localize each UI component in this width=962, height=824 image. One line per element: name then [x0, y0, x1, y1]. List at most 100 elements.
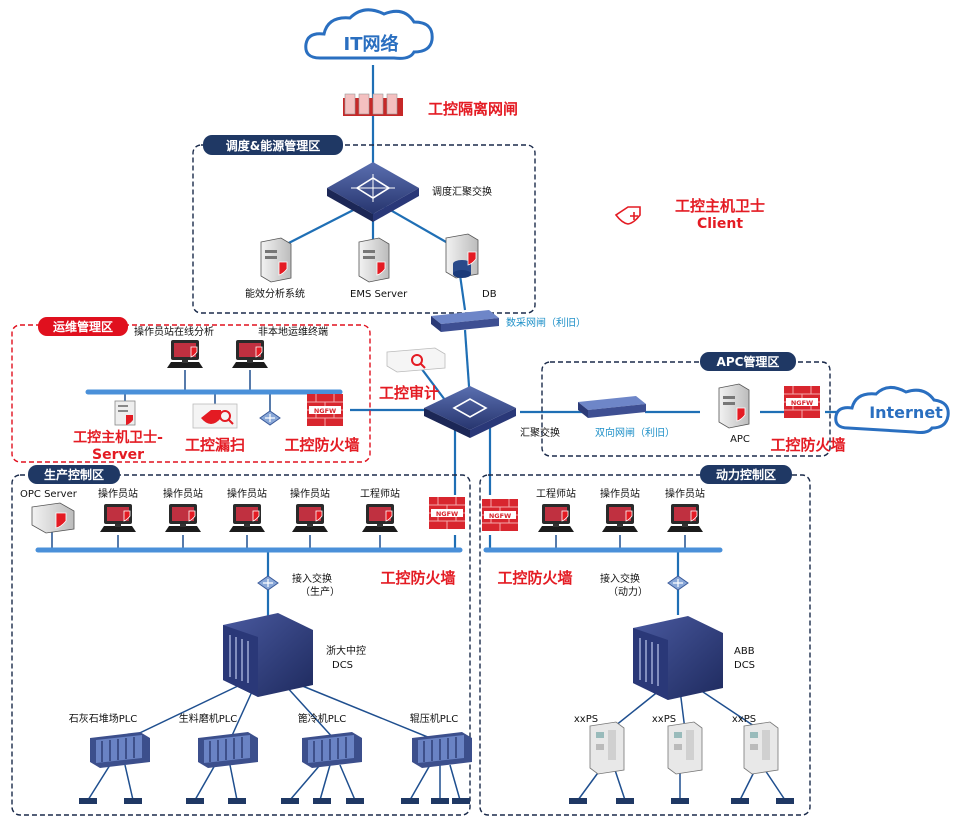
vuln-scan-label: 工控漏扫	[185, 436, 245, 454]
core-switch-icon	[424, 386, 516, 438]
ps-1-icon	[589, 721, 625, 775]
links	[51, 65, 850, 801]
power-station-1-label: 操作员站	[600, 487, 640, 500]
prod-access-label-2: （生产）	[300, 585, 340, 598]
power-dcs-label-2: DCS	[734, 660, 755, 671]
apc-gateway-icon	[578, 396, 646, 418]
zone-power-tag	[700, 465, 792, 484]
zone-power-label: 动力控制区	[716, 467, 776, 482]
prod-engineer-icon	[361, 503, 399, 533]
plc-4-label: 辊压机PLC	[410, 712, 459, 725]
power-access-label-1: 接入交换	[600, 572, 640, 585]
prod-station-2-label: 操作员站	[163, 487, 203, 500]
it-network-label: IT网络	[344, 33, 399, 55]
prod-firewall-label: 工控防火墙	[380, 569, 455, 587]
ps-2-icon	[667, 721, 703, 775]
power-station-2-label: 操作员站	[665, 487, 705, 500]
plc-4-icon	[411, 731, 473, 769]
prod-station-1-label: 操作员站	[98, 487, 138, 500]
dispatch-switch-icon	[327, 162, 419, 222]
power-access-switch-icon	[667, 575, 689, 591]
gateway-label: 工控隔离网闸	[428, 100, 518, 118]
ps-3-label: xxPS	[732, 714, 756, 725]
energy-server-icon	[260, 237, 292, 283]
prod-dcs-icon	[223, 613, 313, 697]
ps-3-icon	[743, 721, 779, 775]
ops-firewall-label: 工控防火墙	[284, 436, 359, 454]
zone-ops	[11, 324, 371, 463]
ems-label: EMS Server	[350, 289, 408, 300]
energy-label: 能效分析系统	[245, 287, 305, 300]
data-gateway-label: 数采网闸（利旧）	[506, 316, 586, 329]
prod-firewall-icon	[428, 496, 466, 530]
svg-text:工控主机卫士: 工控主机卫士	[675, 197, 765, 215]
power-field-nodes	[569, 798, 794, 804]
ems-server-icon	[358, 237, 390, 283]
prod-station-1-icon	[99, 503, 137, 533]
zone-production-tag	[28, 465, 120, 484]
plc-3-icon	[301, 731, 363, 769]
power-engineer-icon	[537, 503, 575, 533]
remote-terminal-icon	[231, 339, 269, 369]
plc-2-label: 生料磨机PLC	[179, 712, 238, 725]
host-guard-server-label-1: 工控主机卫士-	[73, 429, 163, 446]
station-analysis-label: 操作员站在线分析	[134, 325, 214, 338]
power-dcs-icon	[633, 616, 723, 700]
prod-station-2-icon	[164, 503, 202, 533]
plc-1-icon	[89, 731, 151, 769]
gateway-icon	[343, 93, 403, 116]
host-guard-server-label-2: Server	[92, 447, 144, 463]
zone-production	[11, 474, 471, 816]
zone-dispatch-tag	[203, 135, 343, 155]
prod-engineer-label: 工程师站	[360, 487, 400, 500]
apc-firewall-label: 工控防火墙	[770, 436, 845, 454]
apc-firewall-icon	[783, 385, 821, 419]
power-station-2-icon	[666, 503, 704, 533]
apc-label: APC	[730, 434, 750, 445]
internet-cloud: Internet	[834, 386, 950, 434]
power-firewall-label: 工控防火墙	[497, 569, 572, 587]
zone-apc	[541, 361, 831, 457]
prod-dcs-label-2: DCS	[332, 660, 353, 671]
power-access-label-2: （动力）	[608, 585, 648, 598]
zone-apc-tag	[700, 352, 796, 371]
analysis-station-icon	[166, 339, 204, 369]
zone-production-label: 生产控制区	[44, 467, 104, 482]
plc-3-label: 篦冷机PLC	[298, 712, 347, 725]
dispatch-switch-label: 调度汇聚交换	[432, 185, 492, 198]
vuln-scan-icon	[192, 403, 238, 429]
prod-station-3-icon	[228, 503, 266, 533]
zone-power	[479, 474, 811, 816]
svg-text:Client: Client	[697, 216, 743, 232]
ps-2-label: xxPS	[652, 714, 676, 725]
host-guard-server-icon	[114, 400, 136, 426]
plc-2-icon	[197, 731, 259, 769]
apc-gateway-label: 双向网闸（利旧）	[595, 426, 675, 439]
audit-label: 工控审计	[379, 384, 439, 402]
prod-dcs-label-1: 浙大中控	[326, 644, 366, 657]
zone-ops-label: 运维管理区	[53, 319, 113, 334]
ops-switch-icon	[259, 410, 281, 426]
zone-dispatch-label: 调度&能源管理区	[226, 138, 320, 153]
db-server-icon	[445, 233, 479, 279]
db-label: DB	[482, 289, 497, 300]
power-firewall-icon	[481, 498, 519, 532]
prod-station-4-icon	[291, 503, 329, 533]
prod-access-switch-icon	[257, 575, 279, 591]
power-engineer-label: 工程师站	[536, 487, 576, 500]
ps-1-label: xxPS	[574, 714, 598, 725]
ops-firewall-icon	[306, 393, 344, 427]
internet-label: Internet	[869, 403, 943, 422]
plc-1-label: 石灰石堆场PLC	[69, 712, 138, 725]
host-guard-legend: 工控主机卫士 Client	[614, 197, 765, 232]
power-dcs-label-1: ABB	[734, 646, 755, 657]
agg-switch-label: 汇聚交换	[520, 426, 560, 439]
prod-access-label-1: 接入交换	[292, 572, 332, 585]
it-network-cloud: IT网络	[304, 8, 434, 60]
zone-ops-tag	[38, 317, 128, 336]
remote-terminal-label: 非本地运维终端	[258, 325, 328, 338]
prod-station-4-label: 操作员站	[290, 487, 330, 500]
data-gateway-icon	[431, 310, 499, 332]
opc-label: OPC Server	[20, 489, 78, 500]
